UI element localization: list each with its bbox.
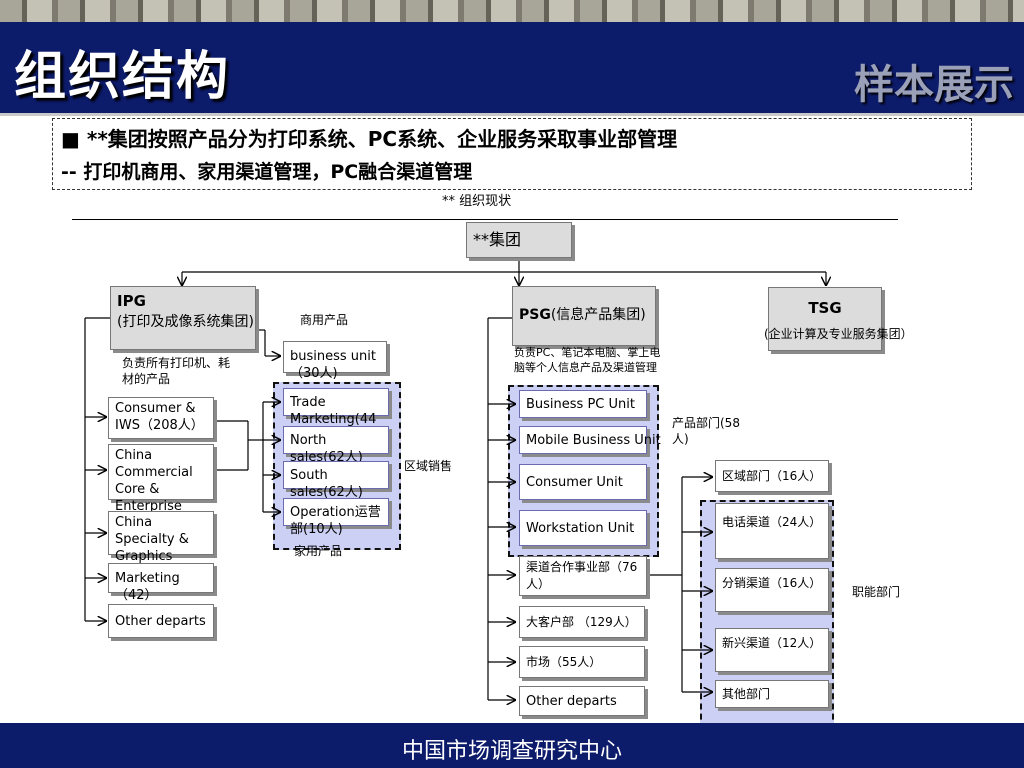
channel-unit-phone: 电话渠道（24人） xyxy=(715,503,829,559)
unit-label: Mobile Business Unit xyxy=(526,433,661,448)
tsg-node: TSG xyxy=(768,287,882,351)
page-subtitle: 样本展示 xyxy=(854,61,1014,108)
unit-label: business unit（30人) xyxy=(290,349,376,381)
ipg-full-name: (打印及成像系统集团) xyxy=(117,314,254,330)
tsg-full-name: (企业计算及专业服务集团） xyxy=(764,327,913,341)
ipg-sales-operation: Operation运营部(10人) xyxy=(283,498,389,537)
channel-unit-emerging: 新兴渠道（12人） xyxy=(715,628,829,672)
caption-rule xyxy=(72,219,898,220)
root-label: **集团 xyxy=(473,230,522,249)
psg-product-dept-label: 产品部门(58人) xyxy=(672,416,740,446)
unit-label: Consumer & IWS（208人） xyxy=(115,401,204,433)
unit-label: 市场（55人） xyxy=(526,655,602,669)
header-divider xyxy=(0,113,1024,116)
unit-label: Business PC Unit xyxy=(526,397,635,412)
ipg-unit-specialty: China Specialty & Graphics Printing xyxy=(108,511,214,581)
unit-label: 电话渠道（24人） xyxy=(722,515,822,529)
unit-label: Other departs xyxy=(115,614,206,629)
unit-label: South sales(62人) xyxy=(290,468,363,500)
root-node: **集团 xyxy=(466,222,572,258)
psg-unit-key-accounts: 大客户部 （129人） xyxy=(519,606,645,638)
ipg-name: IPG xyxy=(117,292,146,310)
intro-box: ■ **集团按照产品分为打印系统、PC系统、企业服务采取事业部管理 -- 打印机… xyxy=(52,118,972,190)
unit-label: 渠道合作事业部（76人） xyxy=(526,560,638,591)
ipg-sales-north: North sales(62人) xyxy=(283,426,389,465)
unit-label: 新兴渠道（12人） xyxy=(722,636,822,650)
psg-node: PSG(信息产品集团) xyxy=(512,286,656,346)
channel-unit-other: 其他部门 xyxy=(715,680,829,708)
unit-label: Operation运营部(10人) xyxy=(290,505,381,537)
ipg-commercial-label: 商用产品 xyxy=(300,313,349,327)
page-title: 组织结构 xyxy=(14,46,231,107)
ipg-note: 负责所有打印机、耗材的产品 xyxy=(122,356,231,386)
psg-unit-business-pc: Business PC Unit xyxy=(519,390,647,418)
ipg-sales-business-unit: business unit（30人) xyxy=(283,341,387,381)
psg-full-name: (信息产品集团) xyxy=(550,307,646,323)
ipg-regional-label: 区域销售 xyxy=(404,459,453,473)
unit-label: Marketing（42） xyxy=(115,571,180,603)
psg-unit-workstation: Workstation Unit xyxy=(519,510,647,546)
header-banner: 组织结构 样本展示 xyxy=(0,0,1024,115)
ipg-sales-trade-marketing: Trade Marketing(44人) xyxy=(283,388,389,444)
footer-bar: 中国市场调查研究中心 xyxy=(0,723,1024,768)
ipg-sales-south: South sales(62人) xyxy=(283,461,389,500)
ipg-unit-commercial: China Commercial Core & Enterprise（178人） xyxy=(108,444,214,531)
unit-label: Other departs xyxy=(526,694,617,709)
psg-unit-other: Other departs xyxy=(519,686,645,716)
unit-label: 大客户部 （129人） xyxy=(526,615,637,629)
intro-line-1: ■ **集团按照产品分为打印系统、PC系统、企业服务采取事业部管理 xyxy=(61,127,678,151)
ipg-unit-consumer: Consumer & IWS（208人） xyxy=(108,397,214,439)
psg-name: PSG xyxy=(519,307,551,323)
unit-label: Consumer Unit xyxy=(526,475,623,490)
ipg-home-label: 家用产品 xyxy=(294,544,343,558)
channel-unit-distribution: 分销渠道（16人） xyxy=(715,568,829,612)
psg-unit-channel-partner: 渠道合作事业部（76人） xyxy=(519,556,647,596)
unit-label: 分销渠道（16人） xyxy=(722,576,822,590)
psg-unit-market: 市场（55人） xyxy=(519,646,645,678)
ipg-node: IPG (打印及成像系统集团) xyxy=(110,286,256,350)
unit-label: Workstation Unit xyxy=(526,521,635,536)
psg-unit-consumer: Consumer Unit xyxy=(519,464,647,500)
unit-label: 区域部门（16人） xyxy=(722,469,822,483)
intro-line-2: -- 打印机商用、家用渠道管理，PC融合渠道管理 xyxy=(61,161,473,183)
footer-text: 中国市场调查研究中心 xyxy=(401,739,622,764)
tsg-name: TSG xyxy=(808,299,842,317)
function-dept-label: 职能部门 xyxy=(852,585,901,599)
ipg-unit-marketing: Marketing（42） xyxy=(108,563,214,603)
ipg-unit-other: Other departs xyxy=(108,604,214,638)
header-photo-strip xyxy=(0,0,1024,22)
psg-unit-mobile: Mobile Business Unit xyxy=(519,426,661,454)
psg-note: 负责PC、笔记本电脑、掌上电脑等个人信息产品及渠道管理 xyxy=(514,346,661,374)
diagram-caption: ** 组织现状 xyxy=(442,194,512,209)
channel-unit-regional: 区域部门（16人） xyxy=(715,460,829,492)
unit-label: 其他部门 xyxy=(722,687,771,701)
